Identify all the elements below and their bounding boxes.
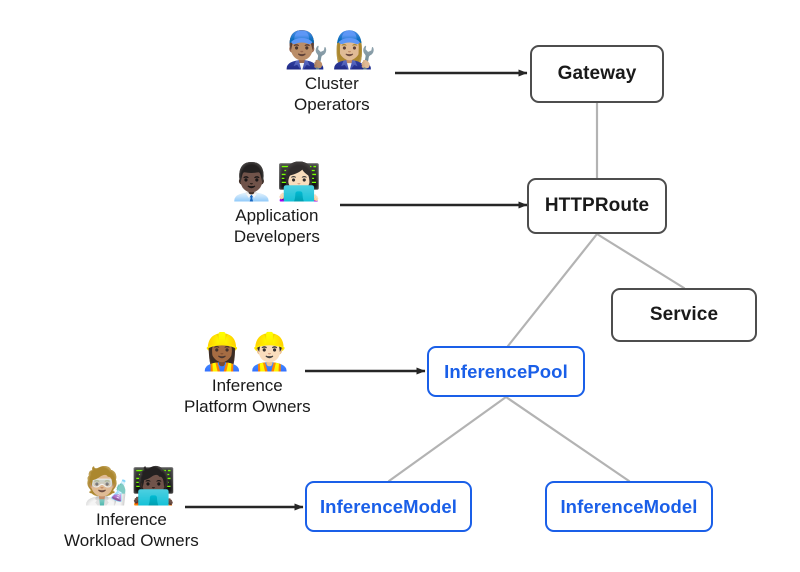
connector-httproute-service (595, 232, 686, 290)
actor-label-inference-workload-owners: Inference Workload Owners (64, 510, 199, 550)
actor-inference-platform-owners: 👷🏾‍♀️👷🏻‍♂️Inference Platform Owners (184, 332, 311, 417)
resource-connectors (387, 101, 686, 483)
node-inferencemodel-right[interactable]: InferenceModel (545, 481, 713, 532)
actor-label-cluster-operators: Cluster Operators (294, 74, 370, 114)
actor-arrows (185, 69, 528, 511)
node-label: Service (649, 304, 719, 325)
man-office-worker-icon-and-woman-technologist-icon: 👨🏿‍💼👩🏻‍💻 (229, 162, 325, 203)
actor-inference-workload-owners: 🧑🏼‍🔬🧑🏿‍💻Inference Workload Owners (64, 466, 199, 551)
node-gateway[interactable]: Gateway (530, 45, 664, 103)
woman-construction-worker-icon-and-man-construction-worker-icon: 👷🏾‍♀️👷🏻‍♂️ (199, 332, 296, 373)
node-label: Gateway (557, 63, 637, 84)
node-label: InferencePool (444, 360, 568, 382)
actor-label-application-developers: Application Developers (233, 206, 320, 246)
connector-httproute-inferencepool (506, 232, 599, 348)
node-inferencemodel-left[interactable]: InferenceModel (305, 481, 472, 532)
node-label: InferenceModel (560, 495, 698, 517)
scientist-icon-and-technologist-icon: 🧑🏼‍🔬🧑🏿‍💻 (83, 466, 180, 507)
node-label: HTTPRoute (544, 195, 650, 216)
connector-inferencepool-inferencemodel-right (504, 395, 631, 483)
node-service[interactable]: Service (611, 288, 757, 342)
node-inferencepool[interactable]: InferencePool (427, 346, 585, 397)
man-mechanic-icon-and-woman-mechanic-icon: 👨🏽‍🔧👩🏼‍🔧 (284, 30, 380, 71)
actor-label-inference-platform-owners: Inference Platform Owners (184, 376, 311, 416)
actor-application-developers: 👨🏿‍💼👩🏻‍💻Application Developers (229, 162, 325, 247)
connector-inferencepool-inferencemodel-left (387, 395, 508, 483)
actor-cluster-operators: 👨🏽‍🔧👩🏼‍🔧Cluster Operators (284, 30, 380, 115)
node-label: InferenceModel (319, 495, 458, 517)
node-httproute[interactable]: HTTPRoute (527, 178, 667, 234)
